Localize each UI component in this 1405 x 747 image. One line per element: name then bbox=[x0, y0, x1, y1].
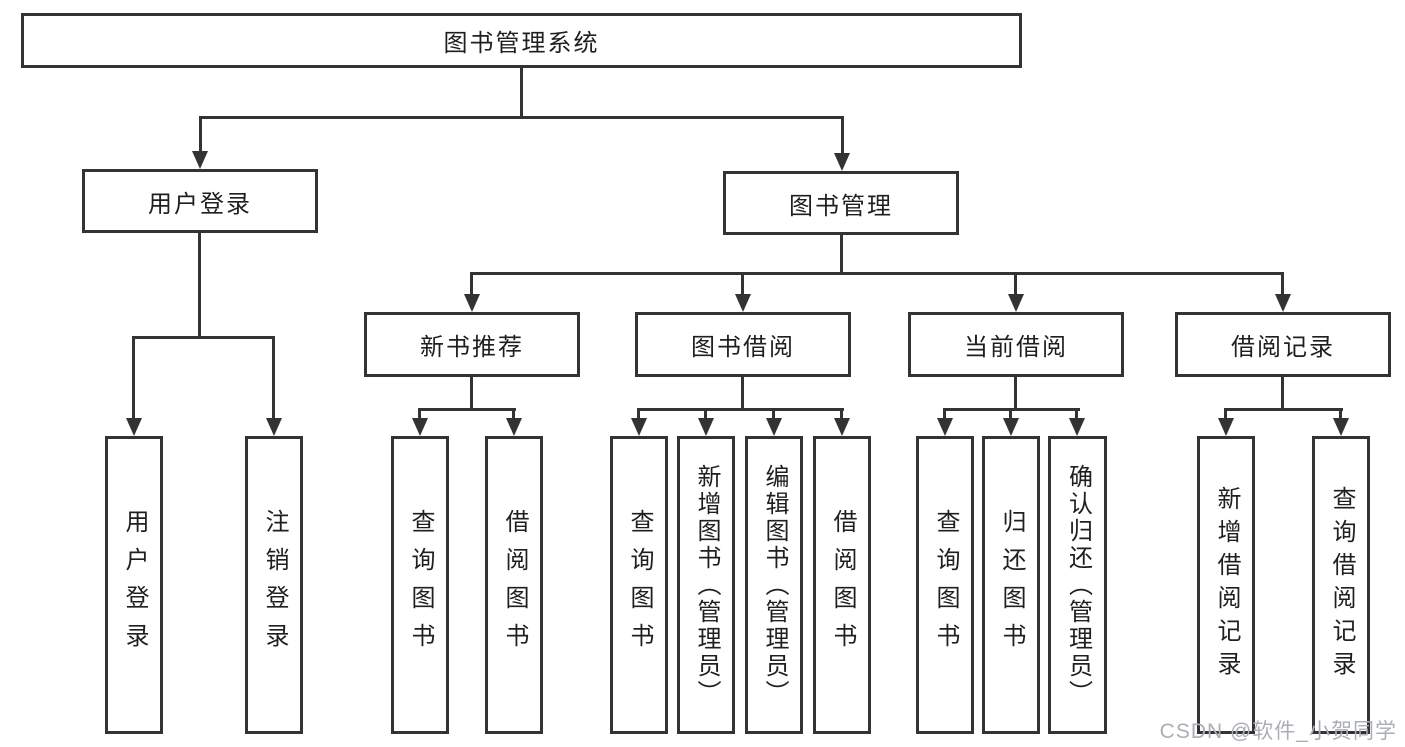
leaf-query-borrow-record: 查询借阅记录 bbox=[1312, 436, 1370, 734]
arrow-down-icon bbox=[506, 418, 522, 436]
connector-line bbox=[512, 408, 515, 420]
connector-line bbox=[841, 116, 844, 154]
connector-line bbox=[198, 233, 201, 336]
connector-line bbox=[840, 408, 843, 420]
node-user-login: 用户登录 bbox=[82, 169, 318, 233]
node-current-borrow: 当前借阅 bbox=[908, 312, 1124, 377]
leaf-edit-book-admin: 编辑图书（管理员） bbox=[745, 436, 803, 734]
arrow-down-icon bbox=[1008, 294, 1024, 312]
connector-line bbox=[741, 272, 744, 294]
connector-line bbox=[132, 336, 275, 339]
leaf-query-books-recommend: 查询图书 bbox=[391, 436, 449, 734]
connector-line bbox=[1281, 377, 1284, 408]
connector-line bbox=[1224, 408, 1227, 420]
arrow-down-icon bbox=[126, 418, 142, 436]
arrow-down-icon bbox=[266, 418, 282, 436]
connector-line bbox=[637, 408, 640, 420]
leaf-user-login: 用户登录 bbox=[105, 436, 163, 734]
connector-line bbox=[1281, 272, 1284, 294]
leaf-borrow-books: 借阅图书 bbox=[813, 436, 871, 734]
arrow-down-icon bbox=[834, 418, 850, 436]
connector-line bbox=[520, 68, 523, 119]
arrow-down-icon bbox=[192, 151, 208, 169]
connector-line bbox=[272, 336, 275, 420]
connector-line bbox=[470, 272, 473, 294]
connector-line bbox=[1014, 377, 1017, 408]
connector-line bbox=[470, 272, 1283, 275]
node-root: 图书管理系统 bbox=[21, 13, 1022, 68]
connector-line bbox=[741, 377, 744, 408]
arrow-down-icon bbox=[698, 418, 714, 436]
connector-line bbox=[704, 408, 707, 420]
connector-line bbox=[470, 377, 473, 408]
arrow-down-icon bbox=[464, 294, 480, 312]
arrow-down-icon bbox=[766, 418, 782, 436]
connector-line bbox=[199, 116, 844, 119]
arrow-down-icon bbox=[1275, 294, 1291, 312]
node-book-management: 图书管理 bbox=[723, 171, 959, 235]
arrow-down-icon bbox=[937, 418, 953, 436]
arrow-down-icon bbox=[735, 294, 751, 312]
connector-line bbox=[199, 116, 202, 152]
arrow-down-icon bbox=[1069, 418, 1085, 436]
leaf-return-books: 归还图书 bbox=[982, 436, 1040, 734]
node-new-book-recommend: 新书推荐 bbox=[364, 312, 580, 377]
connector-line bbox=[132, 336, 135, 420]
leaf-query-books-borrow: 查询图书 bbox=[610, 436, 668, 734]
connector-line bbox=[1014, 272, 1017, 294]
arrow-down-icon bbox=[1218, 418, 1234, 436]
leaf-add-book-admin: 新增图书（管理员） bbox=[677, 436, 735, 734]
connector-line bbox=[418, 408, 421, 420]
connector-line bbox=[1224, 408, 1343, 411]
node-book-borrow: 图书借阅 bbox=[635, 312, 851, 377]
connector-line bbox=[637, 408, 844, 411]
connector-line bbox=[1339, 408, 1342, 420]
connector-line bbox=[1009, 408, 1012, 420]
connector-line bbox=[1075, 408, 1078, 420]
leaf-add-borrow-record: 新增借阅记录 bbox=[1197, 436, 1255, 734]
connector-line bbox=[943, 408, 946, 420]
node-borrow-records: 借阅记录 bbox=[1175, 312, 1391, 377]
leaf-query-books-current: 查询图书 bbox=[916, 436, 974, 734]
arrow-down-icon bbox=[1333, 418, 1349, 436]
leaf-borrow-books-recommend: 借阅图书 bbox=[485, 436, 543, 734]
arrow-down-icon bbox=[631, 418, 647, 436]
connector-line bbox=[840, 235, 843, 272]
leaf-confirm-return-admin: 确认归还（管理员） bbox=[1048, 436, 1107, 734]
connector-line bbox=[418, 408, 516, 411]
arrow-down-icon bbox=[412, 418, 428, 436]
leaf-logout: 注销登录 bbox=[245, 436, 303, 734]
connector-line bbox=[772, 408, 775, 420]
arrow-down-icon bbox=[1003, 418, 1019, 436]
arrow-down-icon bbox=[834, 153, 850, 171]
